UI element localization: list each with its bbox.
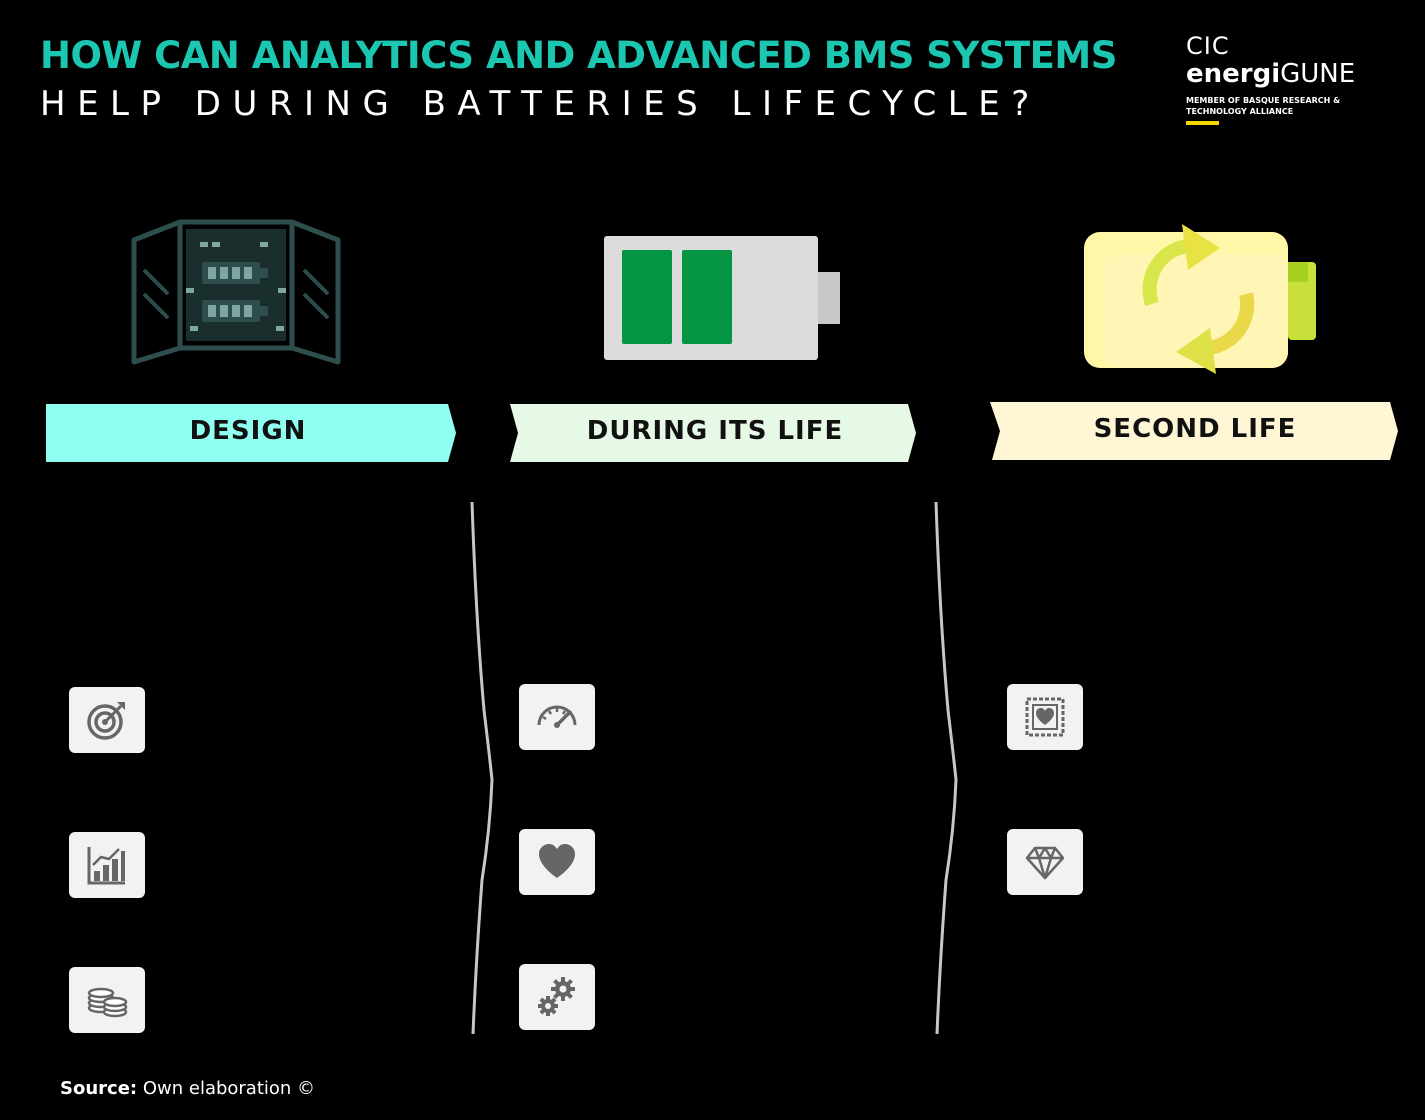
source-note: Source: Own elaboration ©: [60, 1078, 315, 1099]
logo-brand-bold: energi: [1186, 59, 1281, 89]
tile-heart: [519, 829, 595, 895]
banner-second-life: [990, 402, 1398, 460]
divider-1: [470, 501, 494, 1035]
source-label: Source:: [60, 1078, 138, 1099]
diamond-icon: [1025, 846, 1065, 880]
logo-cic-text: CIC: [1186, 32, 1230, 60]
logo-accent-bar: [1186, 121, 1219, 125]
tile-gears: [519, 964, 595, 1030]
logo-brand: energiGUNE: [1186, 59, 1356, 89]
battery-icon: [604, 236, 840, 360]
speedometer-icon: [537, 705, 577, 728]
tile-bar-chart: [69, 832, 145, 898]
source-text: Own elaboration ©: [142, 1078, 316, 1099]
logo-subtitle: MEMBER OF BASQUE RESEARCH & TECHNOLOGY A…: [1186, 96, 1341, 116]
divider-2: [934, 501, 958, 1035]
tile-speedometer: [519, 684, 595, 750]
banner-design: [46, 404, 456, 462]
heart-icon: [539, 844, 575, 878]
phase-label-during-its-life: DURING ITS LIFE: [586, 416, 844, 446]
cic-energigune-logo: CIC energiGUNE MEMBER OF BASQUE RESEARCH…: [1186, 33, 1356, 125]
banner-during-its-life: [510, 404, 916, 462]
tile-coins: [69, 967, 145, 1033]
title-line-2: HELP DURING BATTERIES LIFECYCLE?: [40, 84, 1041, 124]
tile-stamp-heart: [1007, 684, 1083, 750]
tile-diamond: [1007, 829, 1083, 895]
target-icon: [87, 702, 125, 740]
recycle-battery-icon: [1084, 224, 1316, 374]
phase-label-design: DESIGN: [189, 416, 307, 446]
title-line-1: HOW CAN ANALYTICS AND ADVANCED BMS SYSTE…: [40, 34, 1117, 77]
phase-label-second-life: SECOND LIFE: [1093, 414, 1297, 444]
bar-chart-icon: [87, 847, 125, 885]
logo-brand-regular: GUNE: [1280, 59, 1356, 89]
stamp-heart-icon: [1025, 697, 1065, 737]
coins-icon: [87, 987, 128, 1018]
circuit-board-icon: [131, 219, 341, 365]
tile-target: [69, 687, 145, 753]
gears-icon: [538, 977, 575, 1016]
